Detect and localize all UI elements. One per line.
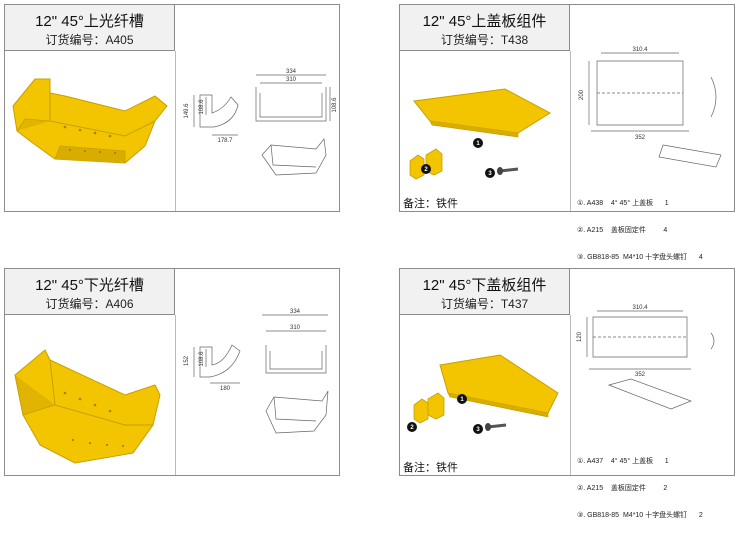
legend-line-3: ③. GB818-85 M4*10 十字盘头螺钉 4	[577, 254, 703, 261]
technical-drawing: 310.4 120 352 ①. A437 4° 45° 上盖板 1 ②. A2…	[571, 269, 734, 519]
card-header: 12" 45°上光纤槽 订货编号：A405	[5, 5, 175, 51]
technical-drawing: 310.4 200 352 ①. A438 4° 45° 上盖板 1 ②. A2…	[571, 5, 734, 261]
dimension-drawing: 310.4 200 352	[579, 47, 722, 168]
dimension-drawing: 334 310 149.6 108.6 178.7 108.6	[184, 69, 338, 176]
dim-top: 310.4	[632, 47, 648, 53]
part-bubble-3: 3	[488, 171, 492, 177]
legend-line-1: ①. A437 4° 45° 上盖板 1	[577, 458, 669, 465]
part-bubble-1: 1	[460, 397, 464, 403]
card-header: 12" 45°下盖板组件 订货编号：T437	[400, 269, 570, 315]
product-render: 1 2 3 备注：铁件	[400, 51, 570, 211]
note: 备注：铁件	[400, 195, 461, 211]
technical-drawing: 334 310 152 108.6 180	[176, 269, 339, 475]
cover-assembly-render: 1 2 3	[409, 88, 551, 180]
product-render	[5, 315, 175, 475]
part-bubble-2: 2	[410, 425, 414, 431]
product-card-t437: 12" 45°下盖板组件 订货编号：T437 1 2 3 备注：铁件	[399, 268, 735, 519]
parts-legend: ①. A438 4° 45° 上盖板 1 ②. A215 盖板固定件 4 ③. …	[577, 181, 703, 280]
dim-height-small: 108.6	[199, 99, 205, 115]
order-code: 订货编号：T438	[440, 33, 529, 47]
dim-height-left: 152	[184, 355, 190, 366]
dim-left: 120	[577, 331, 583, 342]
order-code: 订货编号：A406	[45, 297, 134, 311]
legend-line-1: ①. A438 4° 45° 上盖板 1	[577, 200, 669, 207]
dim-width-outer: 334	[290, 309, 301, 315]
dim-depth: 180	[220, 386, 231, 392]
dim-left: 200	[579, 89, 585, 100]
order-code: 订货编号：A405	[45, 33, 134, 47]
divider	[570, 315, 571, 475]
dimension-drawing: 310.4 120 352	[577, 305, 715, 410]
product-card-t438: 12" 45°上盖板组件 订货编号：T438 1 2 3 备注：铁件	[399, 4, 735, 261]
note: 备注：铁件	[400, 459, 461, 475]
legend-line-2: ②. A215 盖板固定件 4	[577, 227, 668, 234]
dim-width-outer: 334	[286, 69, 297, 75]
product-title: 12" 45°下盖板组件	[422, 277, 547, 294]
product-title: 12" 45°下光纤槽	[35, 277, 144, 294]
dim-height-right: 108.6	[332, 97, 338, 113]
divider	[175, 315, 176, 475]
dim-width-inner: 310	[286, 77, 297, 83]
product-render: 1 2 3 备注：铁件	[400, 315, 570, 475]
dimension-drawing: 334 310 152 108.6 180	[184, 309, 329, 434]
product-title: 12" 45°上光纤槽	[35, 13, 144, 30]
part-bubble-3: 3	[476, 427, 480, 433]
technical-drawing: 334 310 149.6 108.6 178.7 108.6	[176, 5, 339, 211]
yellow-trough-render	[14, 349, 161, 464]
product-title: 12" 45°上盖板组件	[422, 13, 547, 30]
dim-depth: 178.7	[217, 138, 233, 144]
dim-height-small: 108.6	[199, 351, 205, 367]
order-code: 订货编号：T437	[440, 297, 529, 311]
product-render	[5, 51, 175, 211]
divider	[175, 51, 176, 211]
dim-top: 310.4	[632, 305, 648, 311]
part-bubble-2: 2	[424, 167, 428, 173]
legend-line-2: ②. A215 盖板固定件 2	[577, 485, 668, 492]
dim-width-inner: 310	[290, 325, 301, 331]
cover-assembly-render: 1 2 3	[407, 354, 559, 434]
legend-line-3: ③. GB818-85 M4*10 十字盘头螺钉 2	[577, 512, 703, 519]
yellow-trough-render	[12, 78, 168, 164]
card-header: 12" 45°上盖板组件 订货编号：T438	[400, 5, 570, 51]
product-card-a406: 12" 45°下光纤槽 订货编号：A406 334 310	[4, 268, 340, 476]
product-card-a405: 12" 45°上光纤槽 订货编号：A405 3	[4, 4, 340, 212]
part-bubble-1: 1	[476, 141, 480, 147]
dim-height-left: 149.6	[184, 103, 190, 119]
parts-legend: ①. A437 4° 45° 上盖板 1 ②. A215 盖板固定件 2 ③. …	[577, 439, 703, 538]
dim-bottom: 352	[635, 135, 646, 141]
dim-bottom: 352	[635, 372, 646, 378]
card-header: 12" 45°下光纤槽 订货编号：A406	[5, 269, 175, 315]
divider	[570, 51, 571, 211]
